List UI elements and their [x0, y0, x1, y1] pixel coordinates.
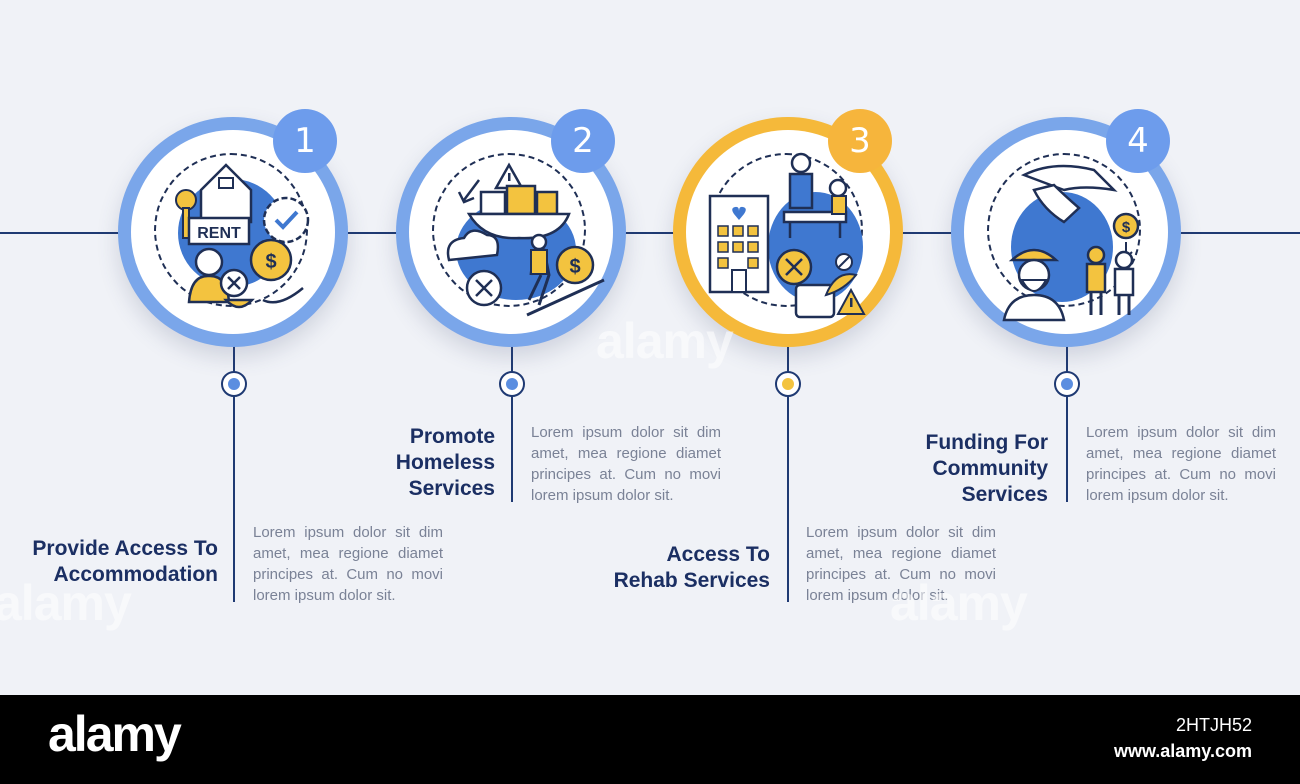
- step-3-description: Lorem ipsum dolor sit dim amet, mea regi…: [806, 524, 996, 604]
- step-2-title: Promote Homeless Services: [395, 425, 495, 500]
- stock-footer: alamy 2HTJH52 www.alamy.com: [0, 695, 1300, 784]
- step-1-title: Provide Access To Accommodation: [32, 537, 218, 586]
- step-4-title: Funding For Community Services: [925, 431, 1048, 506]
- rent-house-key-icon: RENT $: [175, 163, 310, 309]
- step-2-dash-ring: [432, 153, 586, 307]
- svg-text:$: $: [569, 256, 580, 278]
- connector-line-2: [511, 340, 513, 502]
- footer-image-id: 2HTJH52: [1175, 715, 1252, 735]
- svg-text:$: $: [1122, 219, 1131, 236]
- step-3-marker-dot: [775, 371, 801, 397]
- step-4-description: Lorem ipsum dolor sit dim amet, mea regi…: [1086, 424, 1276, 504]
- timeline-line: [0, 232, 1300, 234]
- watermark-center: alamy: [596, 313, 734, 369]
- rent-sign-text: RENT: [197, 225, 241, 242]
- community-funding-icon: $: [1002, 164, 1140, 322]
- footer-url: www.alamy.com: [1113, 741, 1252, 761]
- connector-line-1: [233, 340, 235, 602]
- step-1-marker-dot: [221, 371, 247, 397]
- step-3-title: Access To Rehab Services: [613, 543, 770, 592]
- step-1-description: Lorem ipsum dolor sit dim amet, mea regi…: [253, 524, 443, 604]
- watermark-right: alamy: [890, 575, 1028, 631]
- step-4-dash-ring: [987, 153, 1141, 307]
- infographic-canvas: RENT $ 1: [0, 0, 1300, 695]
- svg-text:$: $: [265, 251, 276, 273]
- connector-line-3: [787, 340, 789, 602]
- step-4-marker-dot: [1054, 371, 1080, 397]
- step-3-number-badge: 3: [828, 109, 892, 173]
- step-3-disc: [686, 130, 890, 334]
- step-4-number-badge: 4: [1106, 109, 1170, 173]
- rehab-hospital-icon: [708, 152, 866, 319]
- step-2-marker-dot: [499, 371, 525, 397]
- step-2-description: Lorem ipsum dolor sit dim amet, mea regi…: [531, 424, 721, 504]
- homeless-services-icon: $: [446, 162, 605, 317]
- step-1-dash-ring: [154, 153, 308, 307]
- watermark-left: alamy: [0, 575, 132, 631]
- step-2-number-badge: 2: [551, 109, 615, 173]
- step-1-number-badge: 1: [273, 109, 337, 173]
- footer-logo: alamy: [48, 706, 182, 762]
- connector-line-4: [1066, 340, 1068, 502]
